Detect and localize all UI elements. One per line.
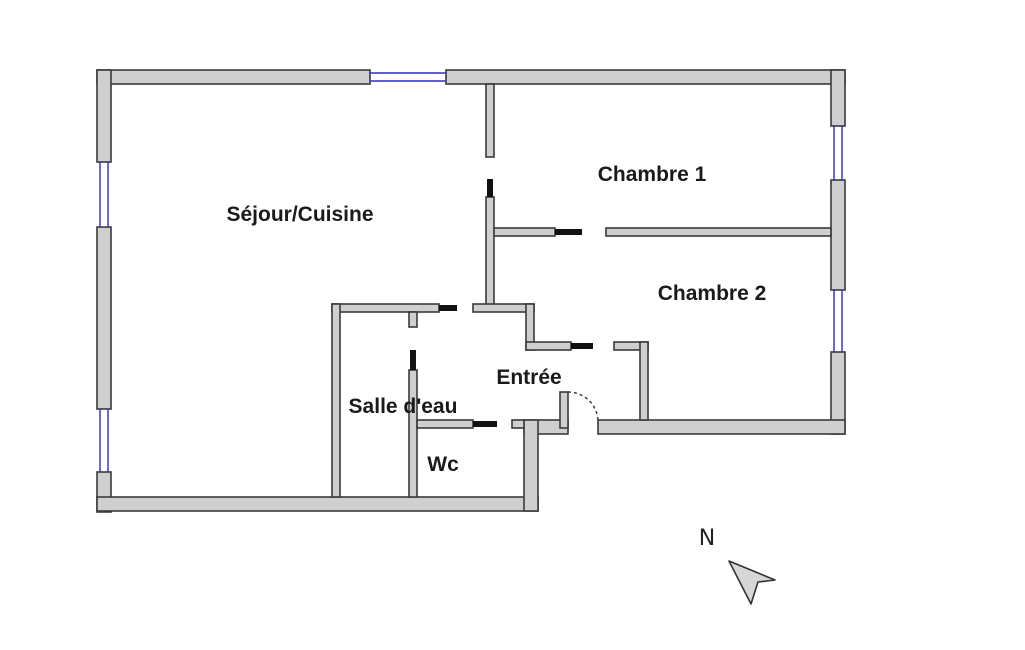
room-label-chambre-1: Chambre 1 [598, 163, 707, 186]
windows [99, 72, 843, 472]
window-left-lower [99, 409, 109, 472]
room-label-wc: Wc [427, 453, 459, 476]
door-stubs [410, 179, 593, 427]
compass-arrow-icon [728, 560, 776, 605]
room-label-sejour: Séjour/Cuisine [226, 203, 373, 226]
window-right-lower [833, 290, 843, 352]
compass: N [699, 526, 776, 605]
room-label-entree: Entrée [496, 366, 561, 389]
room-label-chambre-2: Chambre 2 [658, 282, 767, 305]
room-label-salle-d-eau: Salle d'eau [349, 395, 458, 418]
window-left-upper [99, 162, 109, 227]
window-top [370, 72, 446, 82]
entrance-door-swing [567, 391, 599, 421]
compass-north-label: N [699, 526, 715, 551]
window-right-upper [833, 126, 843, 180]
